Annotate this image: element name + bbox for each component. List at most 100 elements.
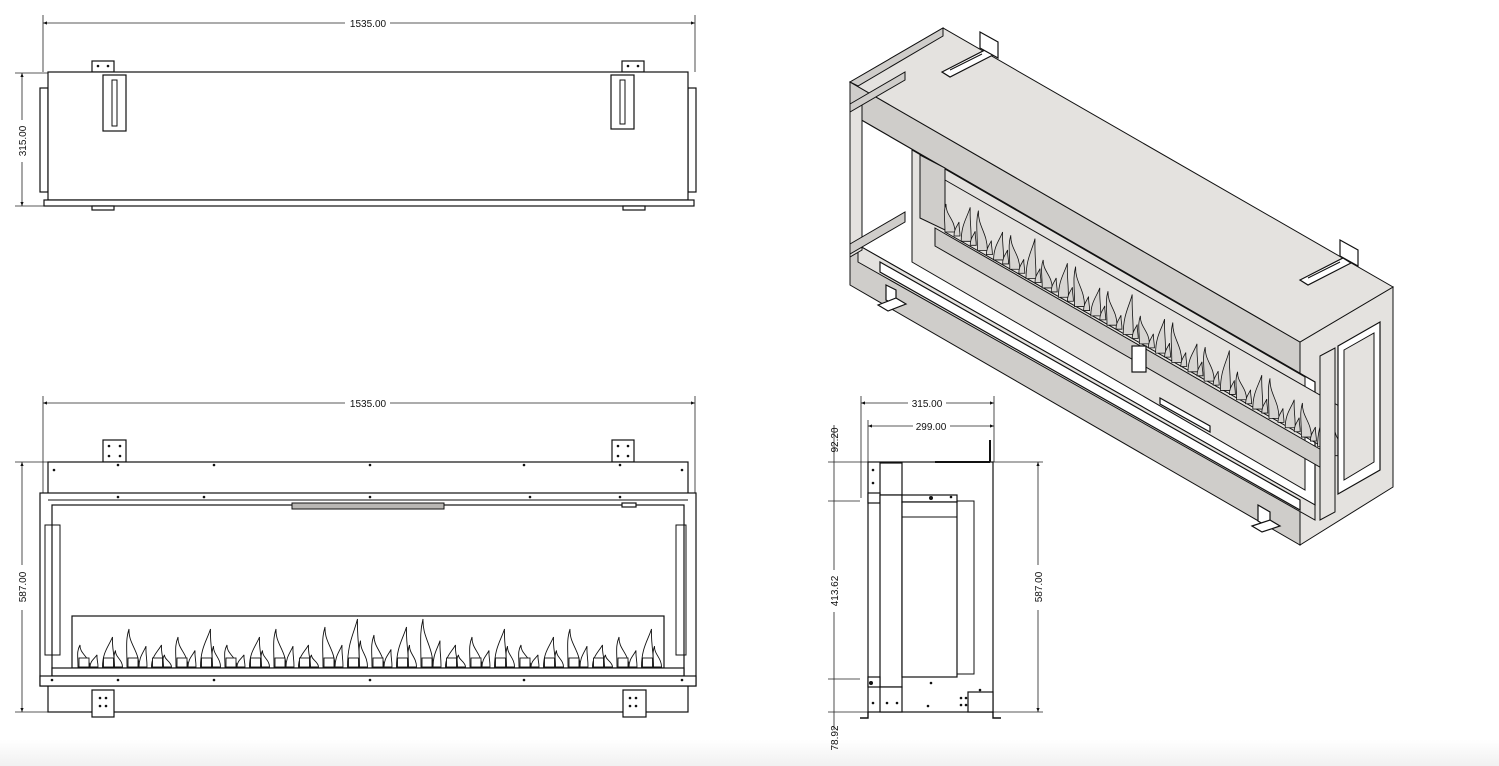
iso-vent-slot [1298, 257, 1353, 286]
side-overall-depth-dimension: 315.00 [912, 399, 943, 410]
flame-shape [1300, 402, 1312, 438]
flame-shape [1105, 291, 1118, 326]
flame-shape [1277, 408, 1285, 423]
front-height-dimension: 587.00 [18, 571, 29, 602]
screw-hole [368, 678, 372, 682]
flame-shape [1180, 352, 1188, 367]
side-glass-frame [879, 494, 903, 688]
flame-shape [407, 644, 417, 668]
flame-shape [1090, 287, 1102, 317]
flame-log [495, 657, 506, 668]
flame-shape [1018, 259, 1026, 274]
flame-shape [358, 640, 368, 668]
flame-log [250, 657, 261, 668]
mounting-bracket [621, 60, 645, 73]
screw-hole [116, 495, 120, 499]
screw-hole [522, 463, 526, 467]
flame-log [519, 657, 531, 668]
flame-shape [481, 650, 491, 668]
mounting-bracket [102, 439, 127, 463]
flame-log [372, 657, 384, 668]
flame-shape [89, 654, 99, 668]
flame-shape [1008, 235, 1021, 270]
side-bottom-offset-dimension: 78.92 [830, 725, 841, 750]
vent-slot [610, 74, 635, 130]
flame-shape [456, 654, 466, 668]
flame-log [201, 657, 212, 668]
flame-shape [603, 654, 613, 668]
flame-shape [187, 650, 197, 668]
screw-hole [104, 704, 108, 708]
screw-hole [628, 704, 632, 708]
flame-shape [1293, 417, 1301, 433]
screw-hole [680, 678, 684, 682]
flame-shape [383, 649, 393, 668]
flame-shape [1115, 315, 1123, 330]
screw-hole [116, 678, 120, 682]
flame-log [78, 657, 90, 668]
page-bottom-fade [0, 740, 1499, 766]
flame-log [593, 657, 604, 668]
flame-shape [1122, 294, 1134, 335]
screw-hole [528, 495, 532, 499]
flame-shape [1066, 287, 1074, 302]
flame-shape [138, 645, 148, 668]
screw-hole [212, 678, 216, 682]
screw-hole [634, 704, 638, 708]
screw-hole [212, 463, 216, 467]
flame-shape [976, 210, 988, 252]
top-view: 1535.00 315.00 [15, 15, 697, 211]
screw-hole [50, 678, 54, 682]
flame-log [446, 657, 457, 668]
flame-log [127, 657, 139, 668]
screw-hole [618, 495, 622, 499]
flame-shape [1041, 259, 1053, 289]
flame-log [103, 657, 114, 668]
flame-log [568, 657, 580, 668]
flame-panel [71, 615, 665, 669]
flame-shape [960, 207, 972, 242]
flame-shape [505, 645, 515, 668]
flame-shape [1267, 378, 1280, 419]
flame-shape [211, 645, 221, 668]
iso-bracket [1339, 238, 1359, 268]
iso-bracket [979, 30, 999, 60]
flame-shape [334, 644, 344, 668]
flame-log [323, 657, 335, 668]
iso-flame-row [943, 203, 1366, 470]
flame-shape [1025, 238, 1037, 279]
flame-shape [969, 231, 977, 246]
screw-hole [202, 495, 206, 499]
flame-shape [628, 650, 638, 668]
screw-hole [522, 678, 526, 682]
screw-hole [680, 468, 684, 472]
flame-shape [1228, 380, 1236, 395]
top-depth-dimension: 315.00 [18, 125, 29, 156]
flame-shape [1309, 426, 1317, 442]
flame-row [77, 618, 662, 668]
side-inner-depth-dimension: 299.00 [916, 422, 947, 433]
flame-log [225, 657, 237, 668]
top-body [47, 71, 689, 201]
flame-shape [1235, 371, 1248, 401]
flame-shape [953, 221, 961, 237]
screw-hole [368, 495, 372, 499]
mounting-bracket [91, 60, 115, 73]
flame-shape [1219, 350, 1231, 391]
flame-shape [1212, 370, 1220, 386]
flame-shape [1252, 374, 1264, 410]
screw-hole [98, 704, 102, 708]
screw-hole [116, 463, 120, 467]
flame-log [617, 657, 629, 668]
screw-hole [618, 463, 622, 467]
flame-shape [309, 654, 319, 668]
flame-shape [1261, 398, 1269, 414]
front-width-dimension: 1535.00 [350, 399, 387, 410]
flame-shape [420, 618, 434, 668]
screw-hole [52, 468, 56, 472]
flame-shape [1196, 361, 1204, 377]
flame-log [348, 657, 359, 668]
flame-shape [113, 650, 123, 668]
screw-hole [628, 696, 632, 700]
flame-shape [1073, 266, 1086, 307]
